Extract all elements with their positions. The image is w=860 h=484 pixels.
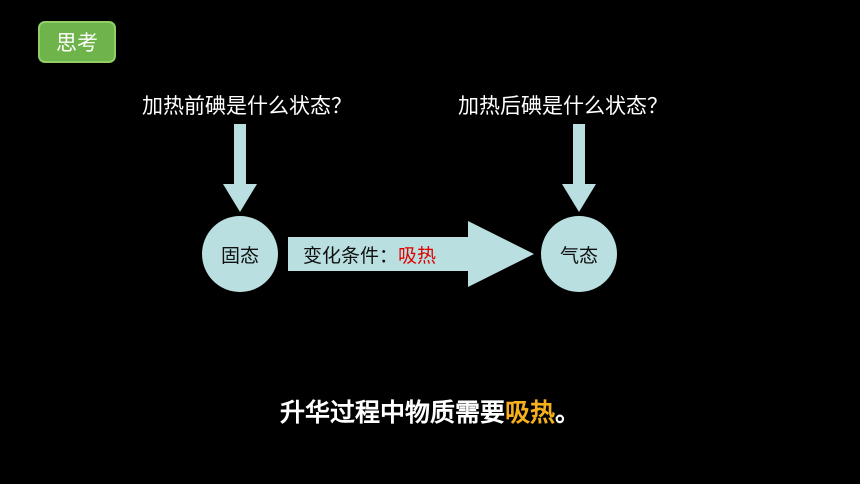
state-solid-circle: 固态: [202, 216, 278, 292]
state-gas-circle: 气态: [541, 216, 617, 292]
condition-text: 变化条件：吸热: [303, 241, 436, 268]
down-arrow-right: [562, 124, 596, 212]
think-badge: 思考: [38, 21, 116, 63]
conclusion-text: 升华过程中物质需要吸热。: [0, 393, 860, 429]
condition-label: 变化条件：: [303, 245, 399, 267]
conclusion-highlight: 吸热: [504, 398, 555, 427]
state-solid-label: 固态: [220, 244, 259, 267]
state-gas-label: 气态: [559, 244, 598, 267]
conclusion-suffix: 。: [555, 398, 581, 427]
question-before-heating: 加热前碘是什么状态？: [142, 94, 352, 118]
transition-arrow: [288, 221, 534, 287]
conclusion-prefix: 升华过程中物质需要: [279, 398, 505, 427]
down-arrow-left: [223, 124, 257, 212]
question-after-heating: 加热后碘是什么状态？: [458, 94, 668, 118]
condition-value: 吸热: [398, 245, 437, 267]
